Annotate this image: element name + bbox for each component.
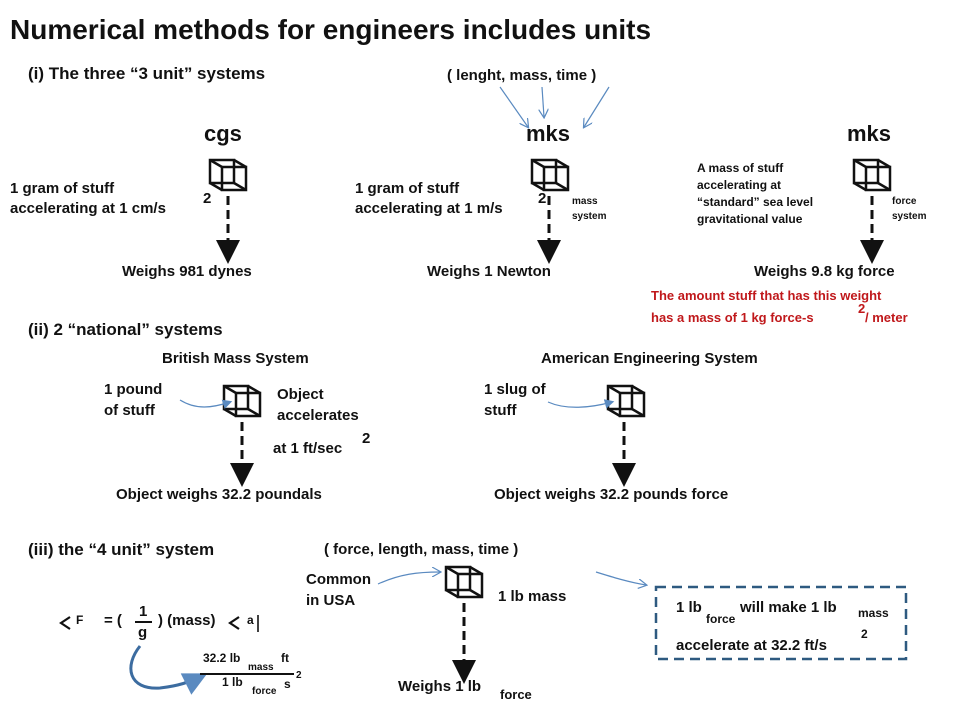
- british-exponent: 2: [362, 430, 371, 447]
- mks-mass-exponent: 2: [538, 190, 547, 207]
- american-weighs: Object weighs 32.2 pounds force: [494, 486, 729, 503]
- mks-force-tag-line1: force: [892, 196, 917, 207]
- mks-mass-tag-line1: mass: [572, 196, 598, 207]
- four-unit-weighs-sub: force: [500, 687, 532, 702]
- statement-box: [654, 585, 908, 661]
- dims-note-three-unit: ( lenght, mass, time ): [447, 67, 597, 84]
- arrow-cube-to-box: [595, 571, 646, 585]
- mks-mass-desc-line1: 1 gram of stuff: [355, 180, 460, 197]
- gc-numerator-sub: mass: [248, 662, 274, 673]
- mks-force-note-exponent: 2: [858, 301, 866, 316]
- cube-icon-mks-force: [852, 158, 892, 192]
- formula-denominator: g: [138, 624, 148, 641]
- mks-force-note-line1: The amount stuff that has this weight: [651, 288, 882, 303]
- common-line2: in USA: [306, 592, 356, 609]
- formula-F: F: [76, 613, 84, 627]
- mks-force-desc-line3: “standard” sea level: [697, 195, 814, 209]
- arrow-pound-to-cube: [179, 399, 233, 409]
- four-unit-mass-label: 1 lb mass: [498, 588, 567, 605]
- section3-heading: (iii) the “4 unit” system: [28, 540, 215, 559]
- arrow-mass-to-mks: [542, 86, 544, 117]
- formula-numerator: 1: [139, 603, 148, 620]
- system-name-mks-force: mks: [847, 121, 892, 146]
- box-line1-sub1: force: [706, 612, 736, 626]
- cube-icon-mks-mass: [530, 158, 570, 192]
- mks-mass-weighs: Weighs 1 Newton: [427, 263, 551, 280]
- american-stuff-line1: 1 slug of: [484, 381, 546, 398]
- cgs-desc-line1: 1 gram of stuff: [10, 180, 115, 197]
- british-accel-line2: accelerates: [277, 407, 359, 424]
- formula-close-mass: ) (mass): [158, 612, 216, 629]
- mks-mass-tag-line2: system: [572, 211, 607, 222]
- american-stuff-line2: stuff: [484, 402, 517, 419]
- mks-mass-desc-line2: accelerating at 1 m/s: [355, 200, 503, 217]
- american-system-name: American Engineering System: [541, 350, 758, 367]
- box-line1-b: will make 1 lb: [740, 599, 837, 616]
- cgs-exponent: 2: [203, 190, 212, 207]
- arrow-length-to-mks: [499, 86, 528, 127]
- formula-equals-open: = (: [104, 612, 122, 629]
- dims-note-four-unit: ( force, length, mass, time ): [324, 541, 519, 558]
- formula-a: a: [247, 613, 254, 627]
- british-stuff-line1: 1 pound: [104, 381, 163, 398]
- british-accel-line3: at 1 ft/sec: [273, 440, 343, 457]
- gc-denominator-exponent: 2: [296, 670, 302, 681]
- section1-heading: (i) The three “3 unit” systems: [28, 64, 266, 83]
- mks-force-weighs: Weighs 9.8 kg force: [754, 263, 895, 280]
- gc-denominator-sub: force: [252, 686, 277, 697]
- mks-force-tag-line2: system: [892, 211, 927, 222]
- gc-denominator: 1 lb: [222, 675, 243, 689]
- four-unit-weighs: Weighs 1 lb: [398, 678, 482, 695]
- british-stuff-line2: of stuff: [104, 402, 155, 419]
- british-accel-line1: Object: [277, 386, 324, 403]
- gc-numerator-unit: ft: [281, 651, 289, 665]
- cube-icon-cgs: [208, 158, 248, 192]
- mks-force-note-line2a: has a mass of 1 kg force-s: [651, 310, 814, 325]
- box-line2: accelerate at 32.2 ft/s: [676, 637, 827, 654]
- system-name-cgs: cgs: [204, 121, 242, 146]
- page-title: Numerical methods for engineers includes…: [10, 14, 652, 45]
- cgs-weighs: Weighs 981 dynes: [122, 263, 252, 280]
- vector-mark-a: [228, 616, 240, 630]
- arrow-common-to-cube: [377, 572, 440, 585]
- gc-numerator: 32.2 lb: [203, 651, 241, 665]
- gc-denominator-unit: s: [284, 677, 291, 691]
- box-line1-a: 1 lb: [676, 599, 702, 616]
- mks-force-desc-line4: gravitational value: [697, 212, 803, 226]
- box-line1-sub2: mass: [858, 606, 889, 620]
- cube-icon-british: [222, 384, 262, 418]
- cube-icon-four-unit: [444, 565, 484, 599]
- mks-force-note-line2b: / meter: [865, 310, 908, 325]
- arrow-formula-to-gc: [129, 645, 208, 695]
- british-system-name: British Mass System: [162, 350, 309, 367]
- system-name-mks-mass: mks: [526, 121, 571, 146]
- british-weighs: Object weighs 32.2 poundals: [116, 486, 322, 503]
- cube-icon-american: [606, 384, 646, 418]
- common-line1: Common: [306, 571, 371, 588]
- arrow-slug-to-cube: [547, 399, 615, 409]
- box-line2-exponent: 2: [861, 627, 868, 641]
- cgs-desc-line2: accelerating at 1 cm/s: [10, 200, 166, 217]
- mks-force-desc-line2: accelerating at: [697, 178, 782, 192]
- arrow-time-to-mks: [584, 86, 610, 127]
- vector-mark-F: [59, 616, 71, 630]
- section2-heading: (ii) 2 “national” systems: [28, 320, 223, 339]
- mks-force-desc-line1: A mass of stuff: [697, 161, 784, 175]
